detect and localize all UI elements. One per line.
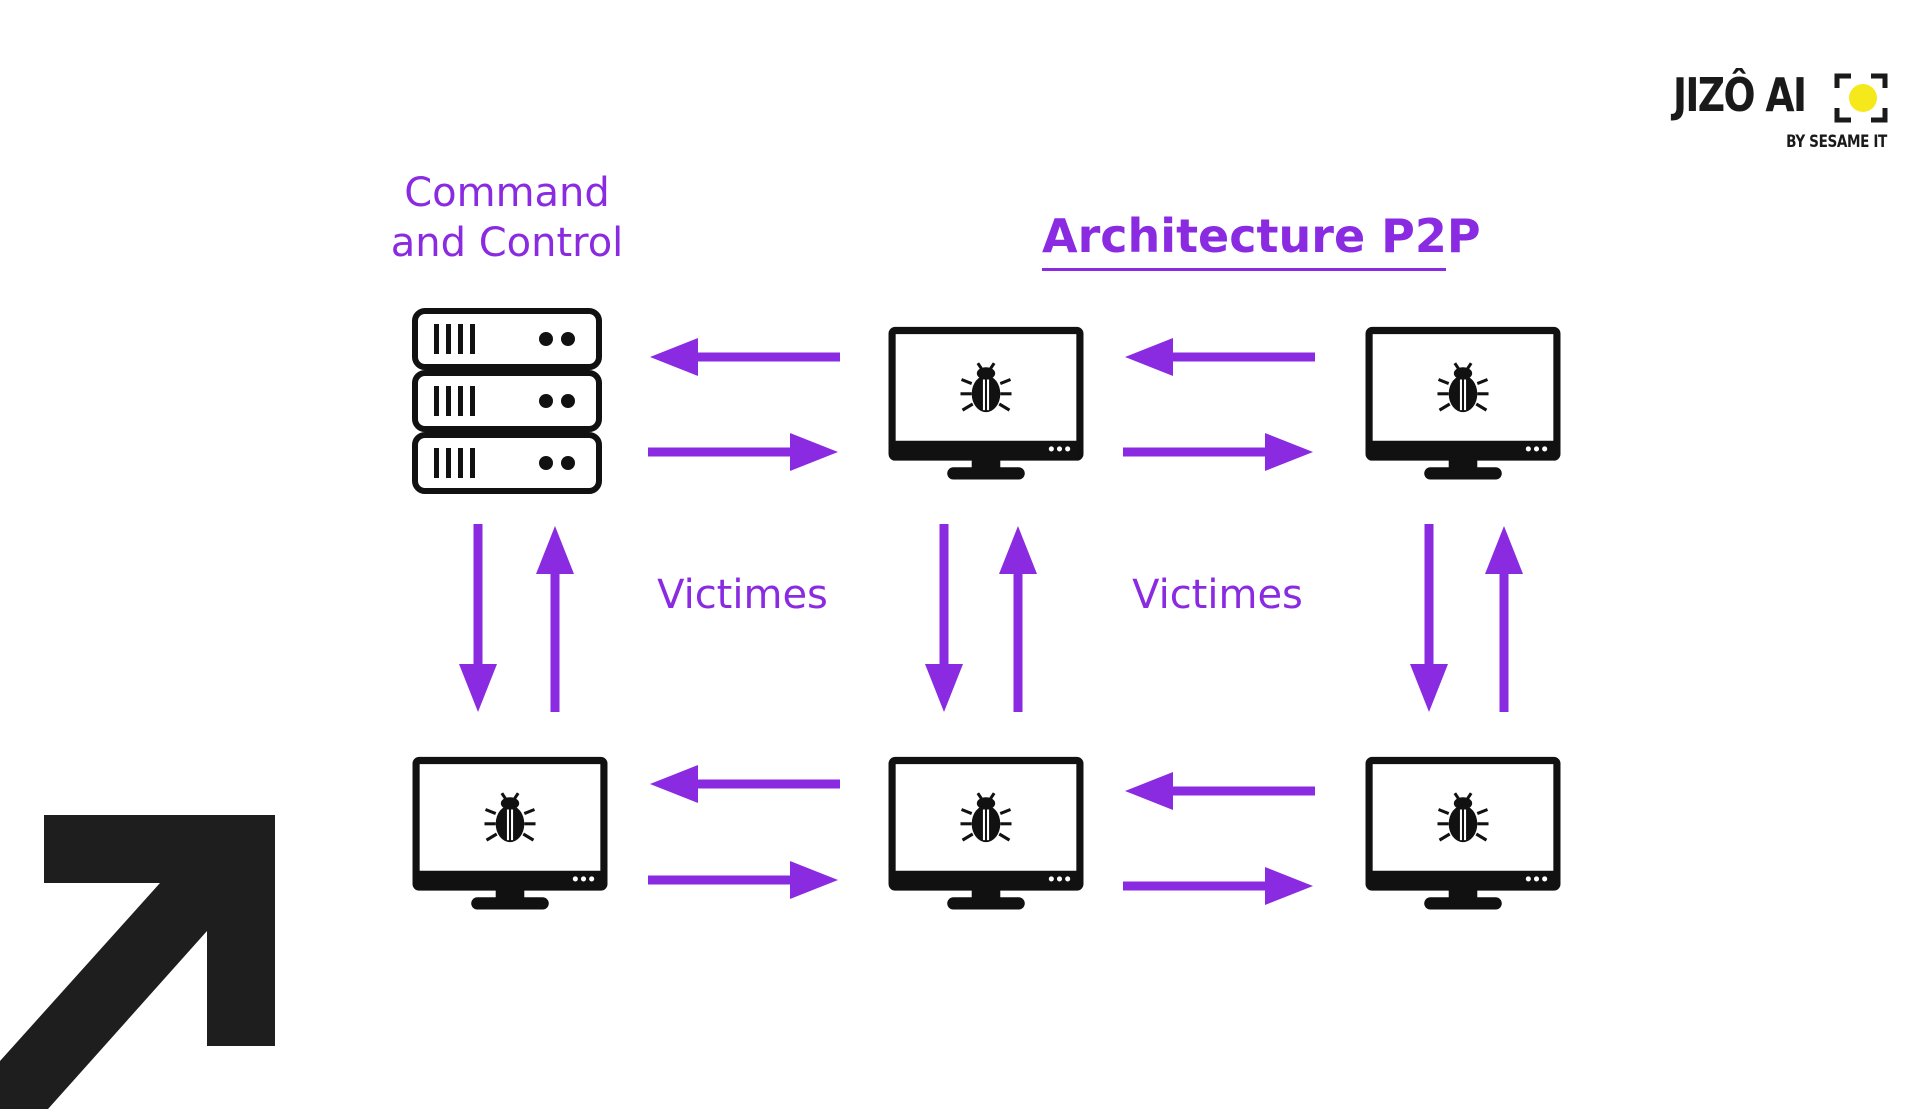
arrow-up-tr-br: [1485, 526, 1523, 712]
arrow-right-bm-br: [1123, 867, 1313, 905]
arrow-right-cc-tm: [648, 433, 838, 471]
brand-logo: JIZÔ AI BY SESAME IT: [1655, 62, 1895, 162]
arrow-right-bl-bm: [648, 861, 838, 899]
logo-focus-icon: [1834, 73, 1888, 123]
arrow-up-cc-bl: [536, 526, 574, 712]
arrow-down-tr-br: [1410, 524, 1448, 712]
cc-label-line-2: and Control: [390, 220, 624, 266]
arrow-up-tm-bm: [999, 526, 1037, 712]
arrow-left-tm-tr: [1125, 338, 1315, 376]
victims-label-left: Victimes: [657, 572, 828, 618]
arrow-left-bm-br: [1125, 772, 1315, 810]
victims-label-right: Victimes: [1132, 572, 1303, 618]
logo-tagline: BY SESAME IT: [1786, 132, 1887, 152]
diagram-title: Architecture P2P: [1042, 208, 1481, 271]
arrow-down-tm-bm: [925, 524, 963, 712]
command-and-control-label: Command and Control: [372, 168, 642, 268]
arrow-down-cc-bl: [459, 524, 497, 712]
logo-wordmark: JIZÔ AI: [1673, 68, 1807, 122]
arrow-left-cc-tm: [650, 338, 840, 376]
arrow-up-right-icon: [0, 815, 275, 1109]
cc-label-line-1: Command: [404, 170, 610, 216]
arrow-right-tm-tr: [1123, 433, 1313, 471]
arrow-left-bl-bm: [650, 765, 840, 803]
